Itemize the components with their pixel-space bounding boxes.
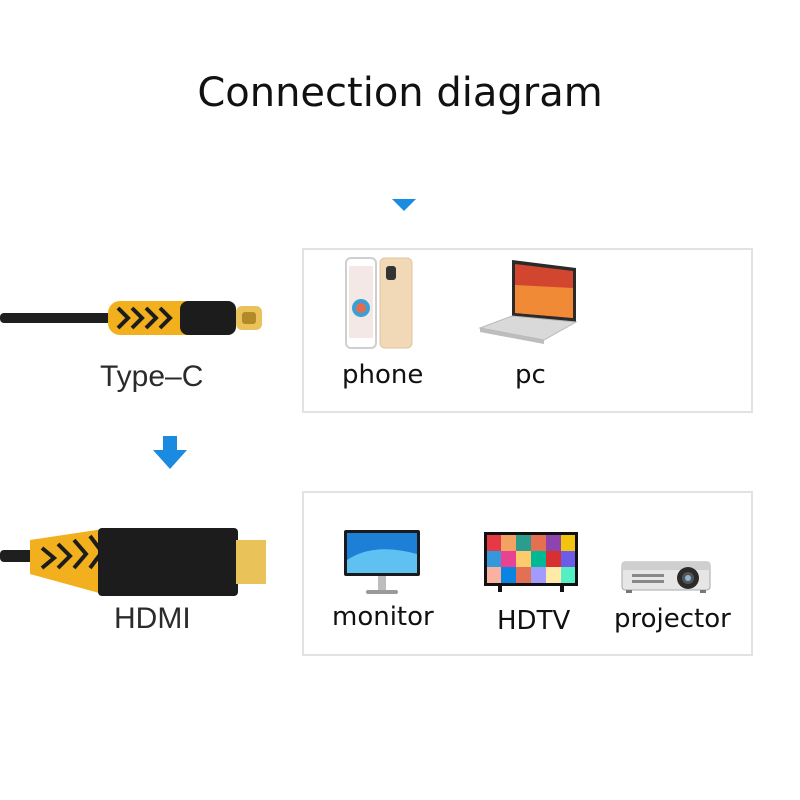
hdmi-label: HDMI xyxy=(114,602,191,635)
device-label-pc: pc xyxy=(515,360,546,390)
projector-icon xyxy=(621,561,711,593)
device-label-projector: projector xyxy=(614,604,731,634)
device-label-phone: phone xyxy=(342,360,424,390)
hdmi-cable-icon xyxy=(0,528,266,596)
type-c-label: Type–C xyxy=(100,360,204,393)
phone-icon xyxy=(345,257,413,349)
device-label-monitor: monitor xyxy=(332,602,434,632)
page-title: Connection diagram xyxy=(197,70,603,116)
arrow-down-small-icon xyxy=(392,199,416,211)
monitor-icon xyxy=(344,530,420,594)
laptop-icon xyxy=(478,260,578,344)
arrow-down-icon xyxy=(153,436,187,469)
device-label-hdtv: HDTV xyxy=(497,606,571,636)
tv-icon xyxy=(484,532,578,592)
type-c-cable-icon xyxy=(0,301,262,335)
